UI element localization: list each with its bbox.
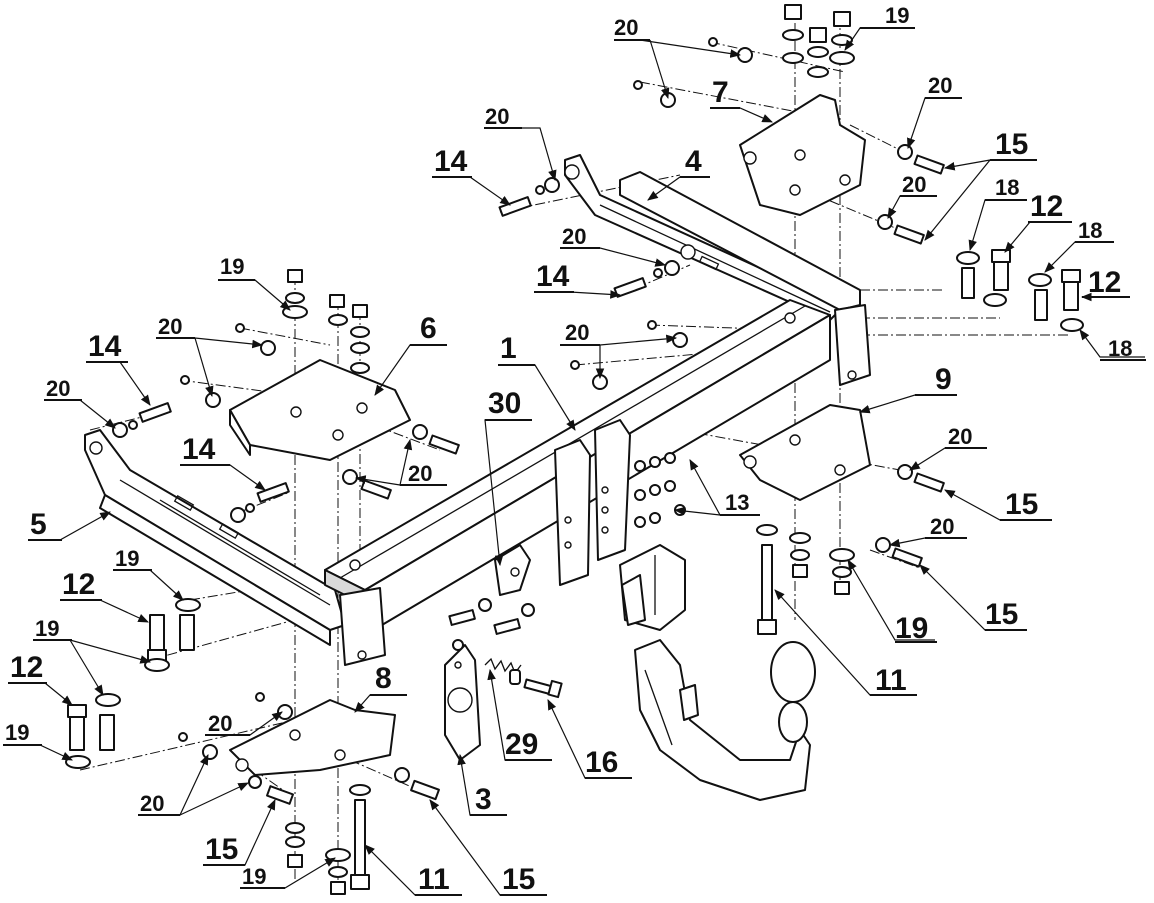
bolt-part-16 xyxy=(523,678,563,699)
bracket-part-9 xyxy=(739,404,871,501)
callout-18: 18 xyxy=(1108,336,1132,361)
callout-14: 14 xyxy=(88,330,122,363)
callout-15: 15 xyxy=(502,863,535,896)
beam-end-plate-left xyxy=(339,587,386,666)
callout-12: 12 xyxy=(1030,190,1063,223)
callout-20: 20 xyxy=(930,514,954,539)
callout-19: 19 xyxy=(220,254,244,279)
callout-20: 20 xyxy=(158,314,182,339)
callout-15: 15 xyxy=(995,128,1028,161)
callout-20: 20 xyxy=(902,172,926,197)
callout-19: 19 xyxy=(242,864,266,889)
callout-12: 12 xyxy=(1088,266,1121,299)
callout-20: 20 xyxy=(208,711,232,736)
callout-1: 1 xyxy=(500,332,517,365)
callout-20: 20 xyxy=(485,104,509,129)
callout-20: 20 xyxy=(565,320,589,345)
callout-20: 20 xyxy=(948,424,972,449)
short-bolt-part-12-a xyxy=(147,614,167,663)
callout-13: 13 xyxy=(725,490,749,515)
callout-20: 20 xyxy=(614,15,638,40)
callout-8: 8 xyxy=(375,662,392,695)
side-bar-left-part-5 xyxy=(84,429,346,646)
bracket-part-8 xyxy=(229,699,396,776)
callout-18: 18 xyxy=(1078,218,1102,243)
callout-18: 18 xyxy=(995,175,1019,200)
callout-12: 12 xyxy=(10,651,43,684)
long-bolt-part-11-right xyxy=(756,524,778,635)
callout-20: 20 xyxy=(46,376,70,401)
long-bolt-part-11-left xyxy=(349,784,371,890)
callout-3: 3 xyxy=(475,783,492,816)
callout-12: 12 xyxy=(62,568,95,601)
callout-20: 20 xyxy=(408,461,432,486)
callout-11: 11 xyxy=(875,664,907,697)
central-mounting-plates xyxy=(554,419,631,586)
callout-19: 19 xyxy=(5,720,29,745)
spring-part-29 xyxy=(484,657,522,685)
callout-20: 20 xyxy=(562,224,586,249)
callout-19: 19 xyxy=(895,612,928,645)
callout-19: 19 xyxy=(115,546,139,571)
washers-and-nuts xyxy=(65,4,1084,895)
callout-15: 15 xyxy=(1005,488,1038,521)
callout-5: 5 xyxy=(30,508,47,541)
callout-14: 14 xyxy=(182,433,216,466)
bracket-part-7 xyxy=(739,94,866,216)
callout-14: 14 xyxy=(536,260,570,293)
callout-19: 19 xyxy=(35,616,59,641)
callout-15: 15 xyxy=(985,598,1018,631)
callout-15: 15 xyxy=(205,833,238,866)
short-bolt-part-12-c xyxy=(991,249,1011,291)
small-bracket-part-30 xyxy=(494,544,531,596)
beam-end-plate-right xyxy=(834,304,871,386)
callout-20: 20 xyxy=(140,791,164,816)
bracket-part-6 xyxy=(229,359,411,461)
electric-socket xyxy=(619,544,686,631)
socket-plate-part-3 xyxy=(444,644,481,761)
callout-20: 20 xyxy=(928,73,952,98)
callout-9: 9 xyxy=(935,363,952,396)
callout-7: 7 xyxy=(712,76,729,109)
callout-14: 14 xyxy=(434,145,468,178)
callout-4: 4 xyxy=(685,145,702,178)
callout-16: 16 xyxy=(585,746,618,779)
callout-labels: 20 19 7 20 15 20 4 20 14 20 14 18 12 18 … xyxy=(3,3,1146,896)
short-bolt-part-12-b xyxy=(67,704,87,751)
callout-6: 6 xyxy=(420,312,437,345)
tow-ball-assembly xyxy=(634,639,816,801)
callout-30: 30 xyxy=(488,387,521,420)
short-bolt-part-12-d xyxy=(1061,269,1081,311)
callout-19: 19 xyxy=(885,3,909,28)
callout-29: 29 xyxy=(505,728,538,761)
callout-11: 11 xyxy=(418,863,450,896)
